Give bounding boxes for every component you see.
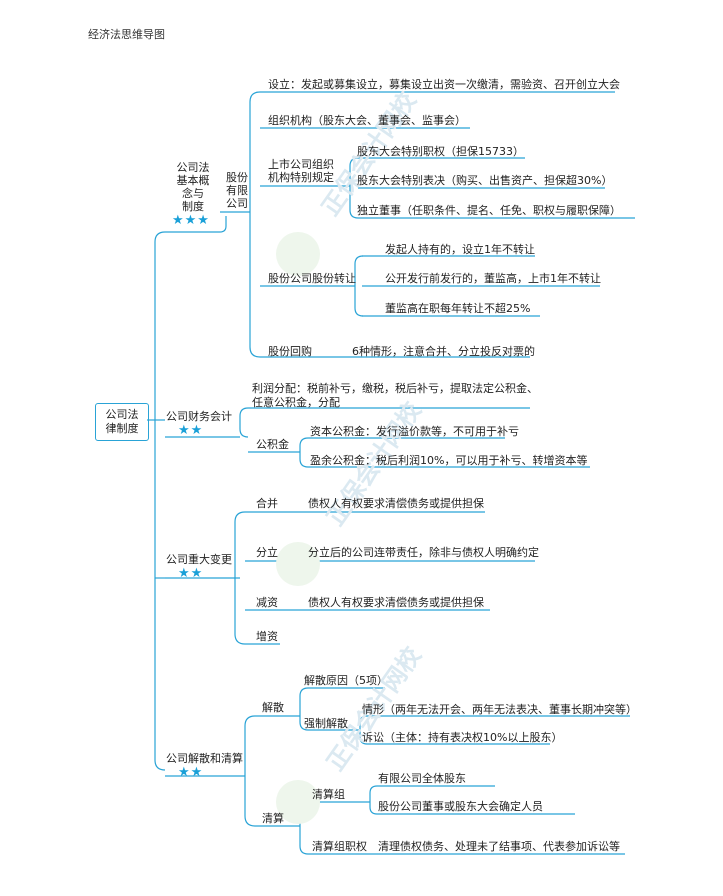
node-transfer-item[interactable]: 董监高在职每年转让不超25% (385, 302, 531, 315)
branch-basic-label[interactable]: 公司法 基本概 念与 制度 (176, 161, 210, 213)
node-reserve-item[interactable]: 资本公积金：发行溢价款等，不可用于补亏 (310, 425, 519, 438)
node-reduce[interactable]: 减资 (256, 596, 278, 609)
node-listed-item[interactable]: 股东大会特别职权（担保15733） (357, 145, 524, 158)
node-forced-item[interactable]: 诉讼（主体：持有表决权10%以上股东） (362, 731, 563, 744)
branch-basic-stars: ★★★ (172, 213, 210, 228)
node-listed-item[interactable]: 独立董事（任职条件、提名、任免、职权与履职保障） (357, 204, 621, 217)
node-group[interactable]: 清算组 (312, 788, 345, 801)
bracket (234, 511, 246, 645)
watermark-logo (276, 232, 320, 276)
root-node[interactable]: 公司法 律制度 (95, 403, 149, 441)
branch-change-stars: ★★ (178, 566, 204, 581)
node-listed-item[interactable]: 股东大会特别表决（购买、出售资产、担保超30%） (357, 174, 613, 187)
node-listed[interactable]: 上市公司组织 机构特别规定 (268, 158, 334, 184)
node-profit-line2[interactable]: 任意公积金，分配 (252, 396, 340, 409)
node-buyback[interactable]: 股份回购 (268, 345, 312, 358)
branch-finance-stars: ★★ (178, 423, 204, 438)
root-label: 公司法 律制度 (105, 408, 139, 435)
watermark-logo (276, 542, 320, 586)
bracket (359, 715, 368, 745)
bracket (349, 157, 359, 219)
node-transfer[interactable]: 股份公司股份转让 (268, 272, 356, 285)
node-profit[interactable]: 利润分配：税前补亏，缴税，税后补亏，提取法定公积金、 (252, 382, 538, 395)
bracket (249, 91, 261, 358)
node-setup[interactable]: 设立：发起或募集设立，募集设立出资一次缴清，需验资、召开创立大会 (268, 78, 620, 91)
node-liquidation[interactable]: 清算 (262, 812, 284, 825)
branch-finance-label[interactable]: 公司财务会计 (166, 410, 232, 423)
node-split[interactable]: 分立 (256, 546, 278, 559)
bracket (239, 407, 249, 438)
bracket (299, 687, 309, 731)
bracket (369, 785, 378, 815)
node-powers-detail[interactable]: 清理债权债务、处理未了结事项、代表参加诉讼等 (378, 840, 620, 853)
node-powers[interactable]: 清算组职权 (312, 840, 367, 853)
node-merge[interactable]: 合并 (256, 497, 278, 510)
node-forced[interactable]: 强制解散 (304, 717, 348, 730)
bracket (154, 231, 166, 771)
node-dissolve-reasons[interactable]: 解散原因（5项） (304, 674, 388, 687)
node-increase[interactable]: 增资 (256, 630, 278, 643)
node-reserve-item[interactable]: 盈余公积金：税后利润10%，可以用于补亏、转增资本等 (310, 454, 588, 467)
page-title: 经济法思维导图 (88, 28, 165, 41)
branch-dissolve-stars: ★★ (178, 765, 204, 780)
branch-dissolve-label[interactable]: 公司解散和清算 (166, 752, 243, 765)
node-reduce-detail[interactable]: 债权人有权要求清偿债务或提供担保 (308, 596, 484, 609)
bracket (354, 255, 364, 317)
node-split-detail[interactable]: 分立后的公司连带责任，除非与债权人明确约定 (308, 546, 539, 559)
node-group-item[interactable]: 有限公司全体股东 (378, 772, 466, 785)
node-forced-item[interactable]: 情形（两年无法开会、两年无法表决、董事长期冲突等） (362, 703, 637, 716)
bracket (244, 715, 256, 827)
node-joint-stock[interactable]: 股份 有限 公司 (226, 171, 248, 210)
node-merge-detail[interactable]: 债权人有权要求清偿债务或提供担保 (308, 497, 484, 510)
node-group-item[interactable]: 股份公司董事或股东大会确定人员 (378, 800, 543, 813)
node-buyback-detail[interactable]: 6种情形，注意合并、分立投反对票的 (352, 345, 535, 358)
node-org[interactable]: 组织机构（股东大会、董事会、监事会） (268, 114, 466, 127)
b1-sub-link (219, 216, 227, 233)
watermark-logo (276, 780, 320, 824)
branch-change-label[interactable]: 公司重大变更 (166, 553, 232, 566)
node-transfer-item[interactable]: 公开发行前发行的，董监高，上市1年不转让 (385, 272, 601, 285)
node-dissolve[interactable]: 解散 (262, 701, 284, 714)
node-reserve[interactable]: 公积金 (256, 438, 289, 451)
bracket (299, 437, 309, 468)
node-transfer-item[interactable]: 发起人持有的，设立1年不转让 (385, 243, 535, 256)
